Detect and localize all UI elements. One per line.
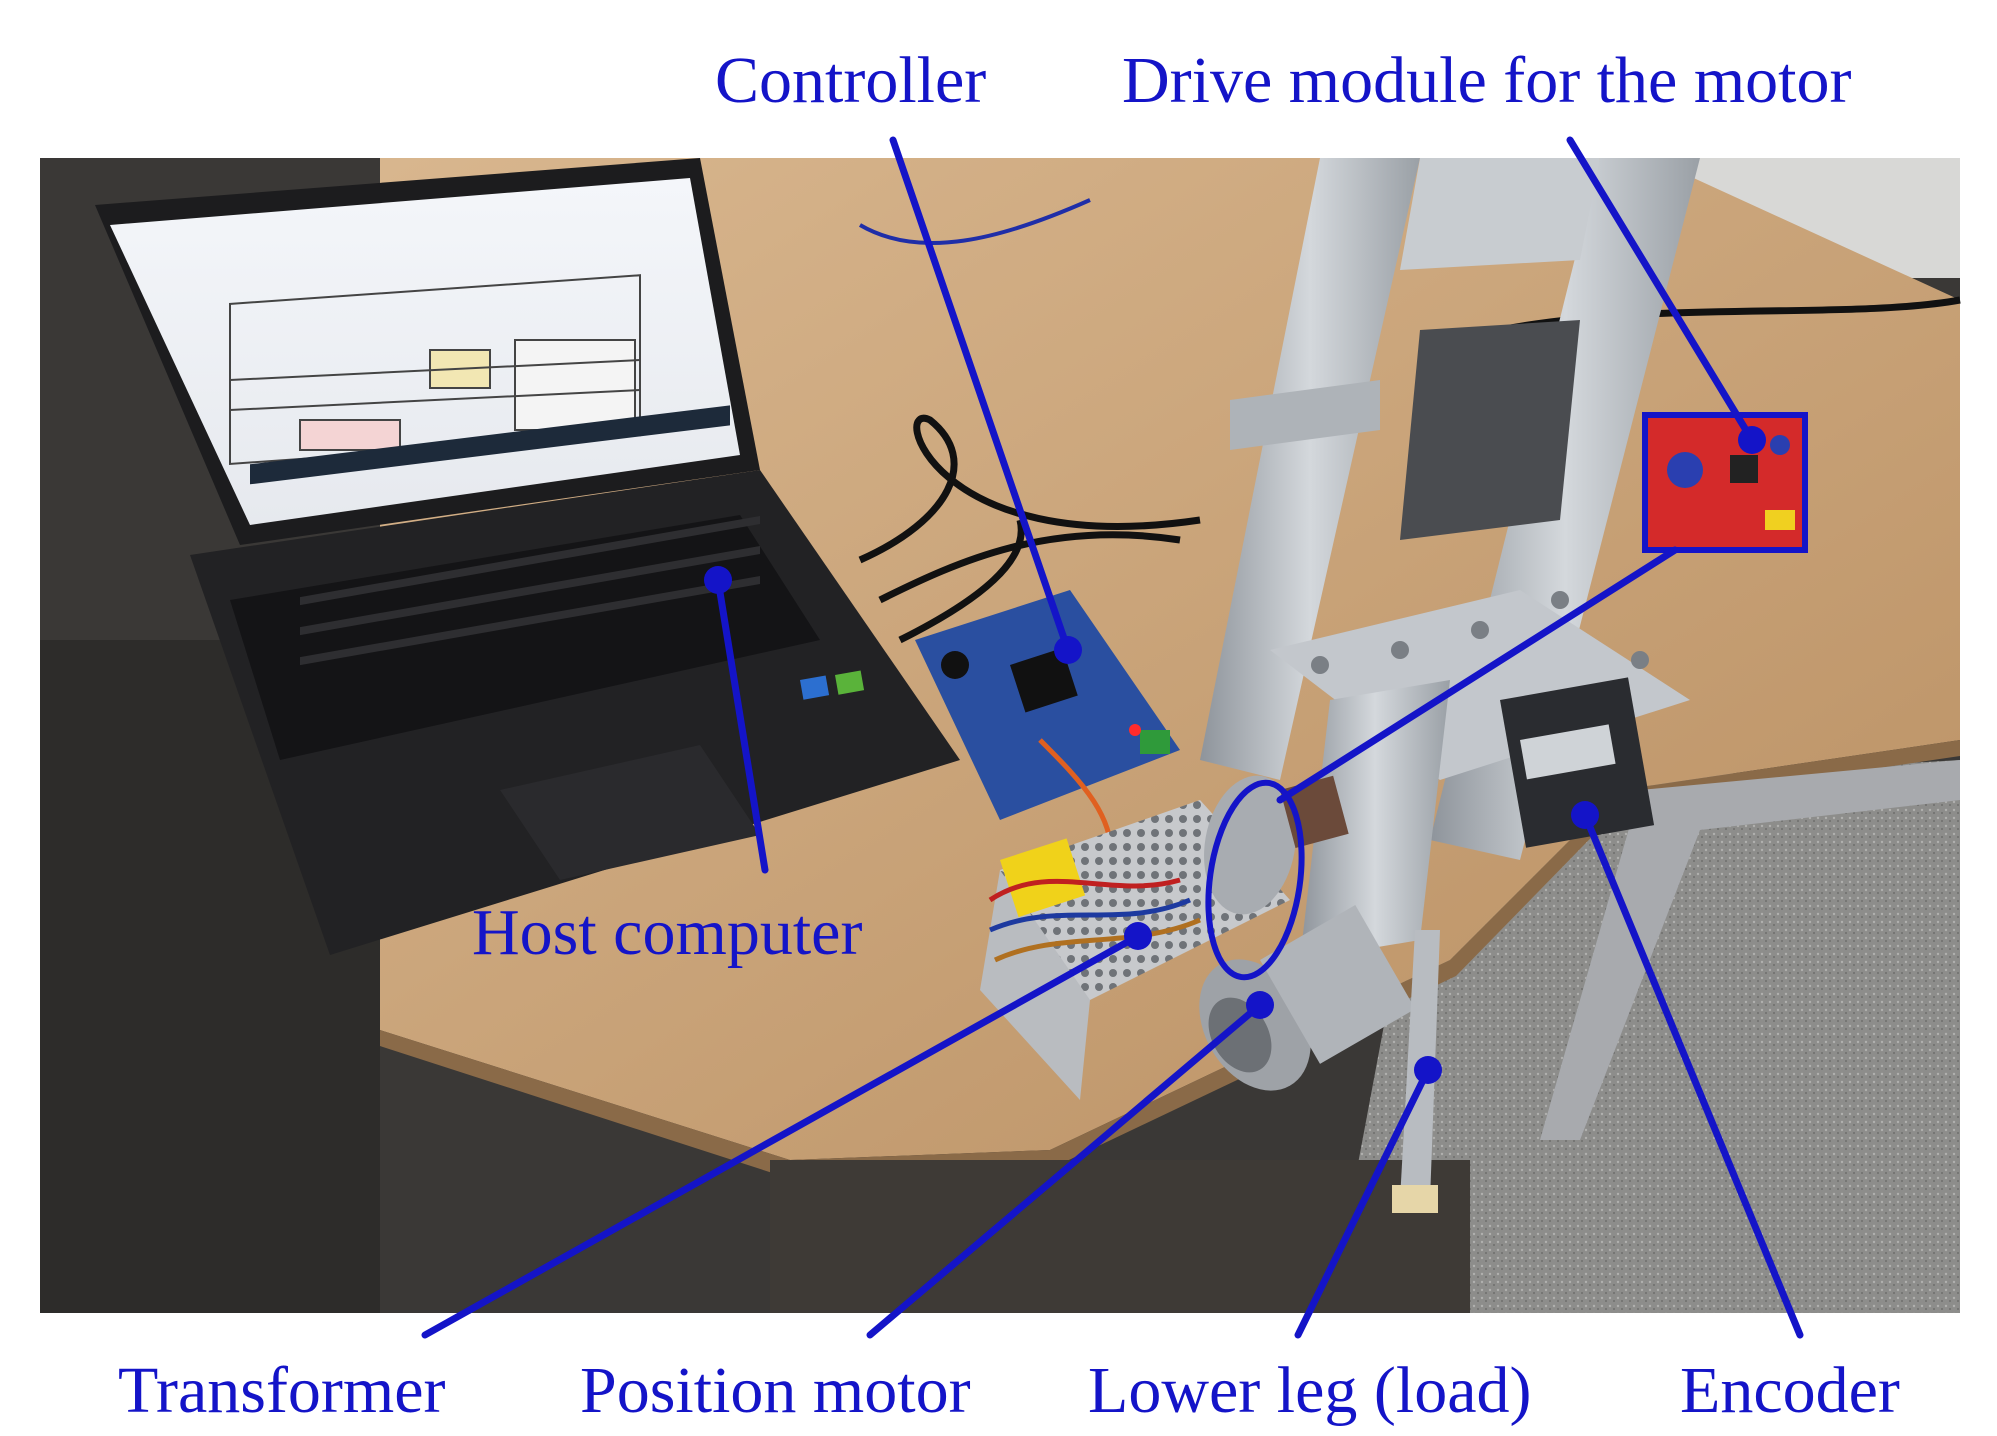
blurred-bottom (770, 1160, 1470, 1313)
leader-host-computer (714, 576, 769, 874)
leader-transformer (421, 932, 1142, 1339)
desk-edge (380, 740, 1960, 1178)
dot-encoder (1571, 801, 1599, 829)
label-controller: Controller (715, 44, 987, 117)
screen-content (229, 274, 641, 465)
laptop: lenovo (95, 158, 960, 955)
driver-highlight-ellipse (1205, 779, 1305, 981)
leader-lines (421, 136, 1804, 1339)
aluminium-frame (1200, 158, 1700, 960)
leader-encoder (1581, 811, 1804, 1339)
leader-position-motor (866, 1001, 1264, 1339)
leader-drive-to-ellipse (1276, 546, 1679, 804)
leader-lower-leg (1294, 1066, 1432, 1339)
intel-sticker (800, 675, 830, 700)
label-host-computer: Host computer (472, 896, 863, 969)
leader-drive-module (1566, 136, 1756, 444)
cables (858, 296, 1961, 644)
drive-module-inset (1642, 412, 1808, 553)
dot-host-computer (704, 566, 732, 594)
label-drive-module: Drive module for the motor (1122, 44, 1852, 117)
keyboard (230, 515, 820, 760)
encoder-unit (1500, 677, 1655, 848)
label-encoder: Encoder (1680, 1354, 1900, 1427)
touchpad (500, 745, 760, 880)
blue-wire (858, 198, 1091, 246)
nvidia-sticker (835, 670, 865, 695)
lower-leg-foot (1392, 1185, 1438, 1213)
dot-drive-module (1738, 426, 1766, 454)
label-lower-leg: Lower leg (load) (1088, 1354, 1532, 1427)
controller-board (915, 590, 1180, 871)
dot-transformer (1124, 922, 1152, 950)
dot-controller (1054, 636, 1082, 664)
keyboard-keys (300, 515, 760, 666)
label-position-motor: Position motor (580, 1354, 971, 1427)
leader-controller (889, 136, 1072, 654)
leader-dots (704, 426, 1766, 1084)
dot-lower-leg (1414, 1056, 1442, 1084)
screen-taskbar (250, 405, 730, 485)
label-transformer: Transformer (118, 1354, 446, 1427)
desk-frame (1540, 760, 1960, 1140)
dot-position-motor (1246, 991, 1274, 1019)
